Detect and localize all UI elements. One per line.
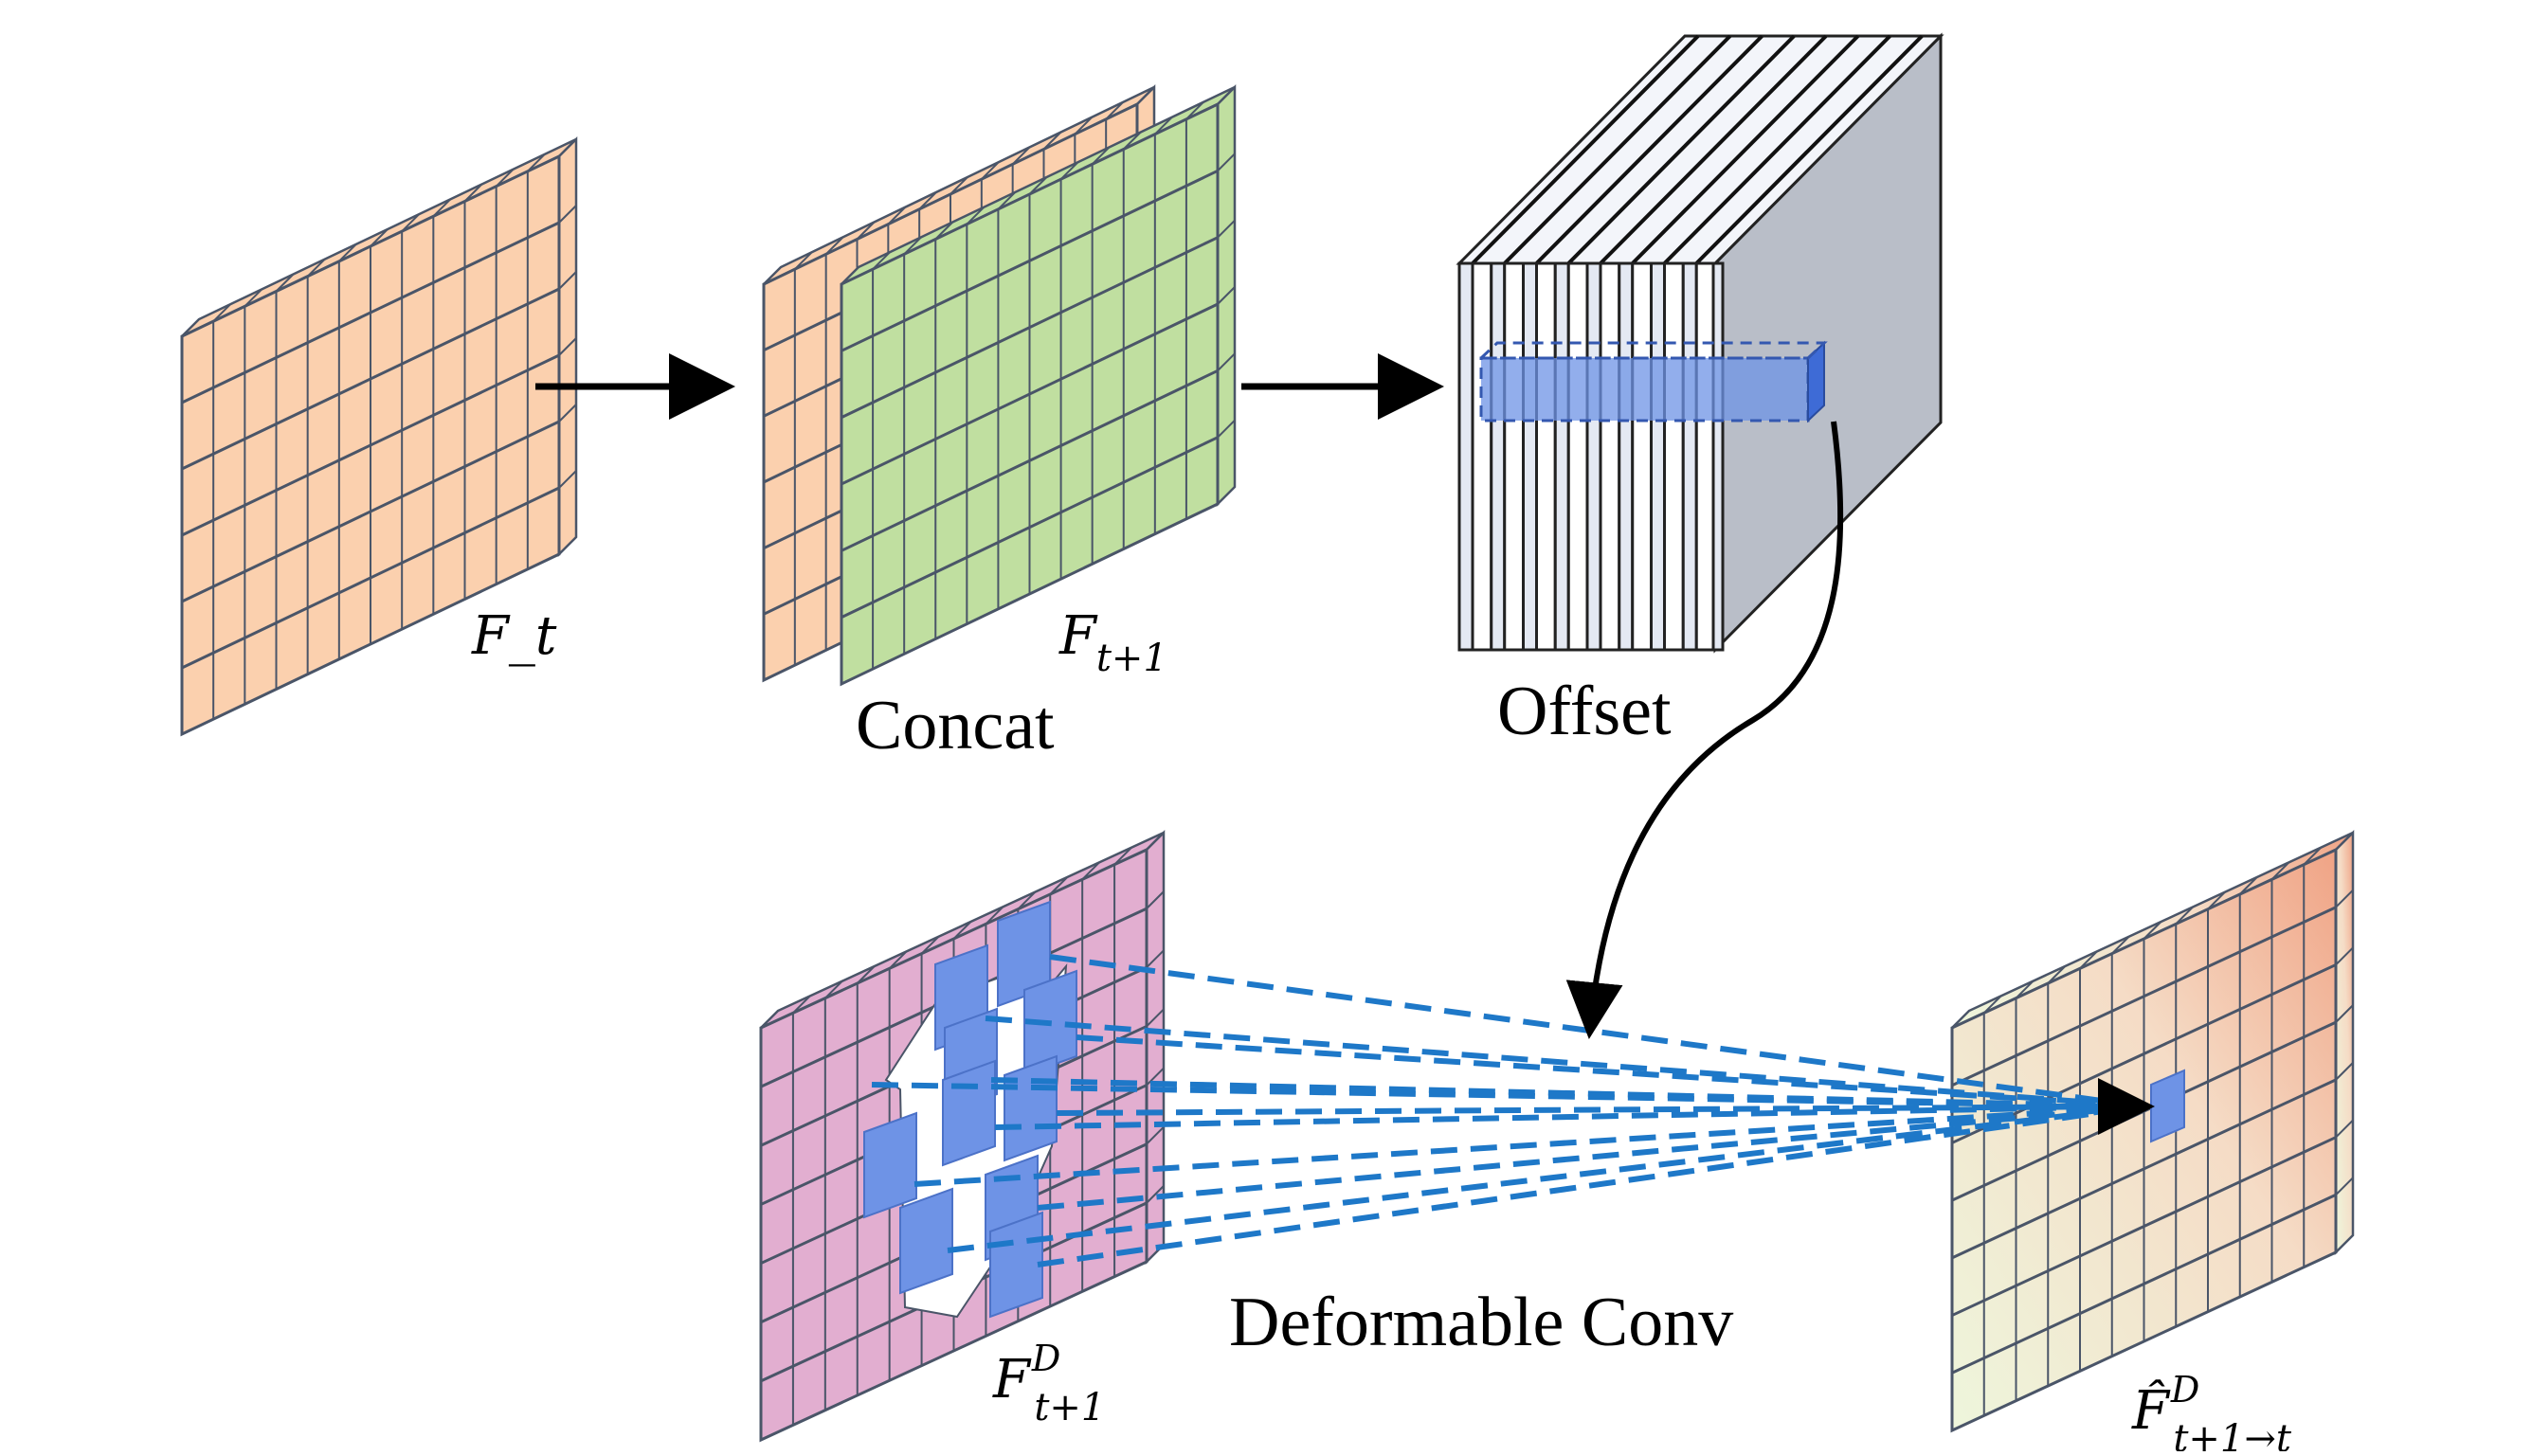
sampling-patch <box>899 1187 953 1295</box>
concat-front-grid-line <box>841 368 1219 552</box>
feature-map-ft <box>180 135 578 737</box>
sampling-line <box>1037 1104 2144 1211</box>
fd-edge-line <box>1146 949 1165 968</box>
offset-slab-edge <box>1566 34 1796 265</box>
concat-front-grid-line <box>841 436 1219 620</box>
offset-slab-edge <box>1694 34 1924 265</box>
sampling-patch <box>989 1211 1043 1319</box>
output-edge-line <box>2335 1062 2354 1081</box>
offset-slab-gap <box>1535 261 1557 652</box>
offset-highlight-top <box>1477 341 1828 360</box>
concat-front-grid-line <box>841 236 1219 420</box>
offset-slab-edge <box>1599 34 1828 265</box>
concat-front-grid-line <box>841 302 1219 486</box>
sampling-line <box>947 1104 2144 1253</box>
fd-edge-line <box>1146 1067 1165 1087</box>
output-grid-line <box>1951 963 2337 1144</box>
sampling-line <box>990 1077 2144 1109</box>
output-right-edge <box>2334 829 2355 1256</box>
offset-slab-gap <box>1663 261 1685 652</box>
offset-slab <box>1553 261 1570 652</box>
output-grid-line <box>1951 1136 2337 1317</box>
output-edge-line <box>2335 1004 2354 1023</box>
output-grid-line <box>1951 1193 2337 1375</box>
offset-slab-gap <box>1599 261 1621 652</box>
sampling-line <box>913 1104 2144 1187</box>
offset-slab <box>1457 261 1474 652</box>
concat-front-edge-line <box>1217 286 1236 305</box>
offset-slab <box>1585 261 1602 652</box>
output-grid-line <box>1951 1078 2337 1260</box>
output-edge-line <box>2335 1177 2354 1195</box>
ft-edge-line <box>558 470 577 489</box>
output-edge-line <box>2335 890 2354 908</box>
offset-slab-edge <box>1631 34 1860 265</box>
ft-edge-line <box>558 205 577 224</box>
offset-curved-arrow <box>1565 421 1844 1039</box>
offset-slab <box>1681 261 1698 652</box>
fd-edge-line <box>1146 1126 1165 1145</box>
concat-front-grid-line <box>841 169 1219 352</box>
ft-grid-line <box>181 353 560 537</box>
offset-slab-gap <box>1471 261 1493 652</box>
sampling-patch <box>1004 1054 1058 1162</box>
label-f-t1: Ft+1 <box>1058 605 1167 680</box>
sampling-line <box>1056 1104 2144 1116</box>
offset-slab <box>1711 261 1725 652</box>
fd-edge-line <box>1146 1008 1165 1028</box>
offset-slab-gap <box>1503 261 1525 652</box>
sampling-patch <box>863 1111 917 1219</box>
offset-block <box>1456 32 1944 654</box>
offset-slab-edge <box>1503 34 1732 265</box>
sampling-line <box>994 1104 2144 1130</box>
concat-front-edge-line <box>1217 352 1236 372</box>
offset-slab-gap <box>1631 261 1653 652</box>
offset-slab-gap <box>1566 261 1589 652</box>
label-deformable-conv: Deformable Conv <box>1229 1284 1733 1361</box>
concat-front-edge-line <box>1217 153 1236 172</box>
output-grid-line <box>1951 906 2337 1088</box>
offset-slab-edge <box>1471 34 1700 265</box>
offset-slab <box>1618 261 1635 652</box>
ft-grid-line <box>181 420 560 603</box>
concat-front-edge-line <box>1217 219 1236 239</box>
offset-slab <box>1490 261 1507 652</box>
ft-edge-line <box>558 337 577 356</box>
concat-front-edge-line <box>1217 419 1236 439</box>
label-concat: Concat <box>856 687 1055 764</box>
ft-edge-line <box>558 271 577 290</box>
offset-slab <box>1522 261 1538 652</box>
output-edge-line <box>2335 946 2354 966</box>
ft-grid-line <box>181 221 560 404</box>
sampling-line <box>1037 1104 2144 1267</box>
output-edge-line <box>2335 1119 2354 1139</box>
sampling-dashed-lines <box>871 954 2155 1267</box>
ft-edge-line <box>558 404 577 422</box>
offset-highlight-bar <box>1479 356 1810 422</box>
sampling-patch <box>942 1059 996 1167</box>
ft-grid-line <box>181 287 560 471</box>
offset-slab-edge <box>1535 34 1763 265</box>
offset-slab <box>1650 261 1666 652</box>
sampling-line <box>1049 954 2144 1109</box>
ft-grid-line <box>181 486 560 670</box>
fd-edge-line <box>1146 1185 1165 1204</box>
sampling-line <box>1076 1034 2144 1109</box>
label-offset: Offset <box>1497 673 1672 750</box>
output-feature-map <box>1950 829 2355 1433</box>
fd-edge-line <box>1146 890 1165 909</box>
offset-slab-edge <box>1663 34 1891 265</box>
concat-front-map <box>840 83 1237 687</box>
label-f-t: F_t <box>471 605 557 667</box>
offset-highlight-end <box>1807 340 1825 423</box>
